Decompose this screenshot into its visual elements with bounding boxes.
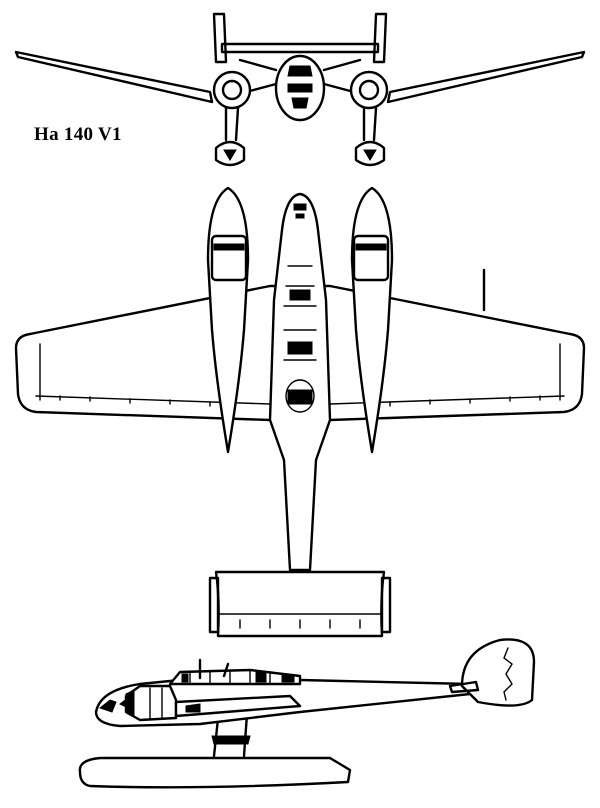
top-right-fin-end xyxy=(380,576,392,634)
side-tail-fin xyxy=(460,638,536,707)
side-wing-root xyxy=(174,694,302,718)
top-fuselage xyxy=(268,192,332,572)
side-float xyxy=(78,756,352,789)
front-left-float-strut xyxy=(224,106,240,142)
front-cockpit-glazing xyxy=(287,65,313,109)
front-right-fin xyxy=(372,12,388,64)
front-left-wing xyxy=(14,50,214,104)
side-engine-panels xyxy=(149,687,163,719)
side-canopy-frames xyxy=(189,669,271,685)
top-view xyxy=(14,186,586,638)
front-right-strut xyxy=(322,58,362,94)
side-tailplane xyxy=(448,680,480,694)
top-left-cowling-band xyxy=(213,243,245,251)
side-canopy xyxy=(168,668,302,686)
front-right-wing xyxy=(386,50,586,104)
front-right-float-strut xyxy=(362,106,378,142)
side-canopy-dark-panels xyxy=(181,671,295,683)
front-right-float-detail xyxy=(363,149,377,161)
front-tailplane xyxy=(220,42,380,54)
front-left-fin xyxy=(212,12,228,64)
top-left-fin-end xyxy=(208,576,220,634)
front-right-engine xyxy=(349,70,389,110)
front-left-float-detail xyxy=(223,149,237,161)
top-cockpit-frames xyxy=(283,265,317,361)
top-left-nacelle-float xyxy=(206,186,250,454)
top-right-engine-cowling xyxy=(352,234,390,282)
side-float-strut-fairing xyxy=(211,735,251,745)
top-wing-hinge-marks xyxy=(59,395,541,407)
top-nose-glazing xyxy=(293,203,307,219)
aircraft-designation-label: Ha 140 V1 xyxy=(34,124,122,145)
side-engine-front xyxy=(125,689,135,717)
side-rudder-line xyxy=(503,647,513,701)
side-wing-detail xyxy=(185,703,201,713)
top-right-nacelle-float xyxy=(350,186,394,454)
side-view xyxy=(78,638,536,789)
top-elevator-hinge-marks xyxy=(239,619,361,629)
top-left-engine-cowling xyxy=(210,234,248,282)
top-right-cowling-band xyxy=(355,243,387,251)
top-turret xyxy=(285,379,315,413)
side-antenna xyxy=(198,658,230,680)
front-right-spinner xyxy=(358,79,380,101)
front-left-spinner xyxy=(221,79,243,101)
front-view xyxy=(14,12,586,167)
front-left-engine xyxy=(212,70,252,110)
